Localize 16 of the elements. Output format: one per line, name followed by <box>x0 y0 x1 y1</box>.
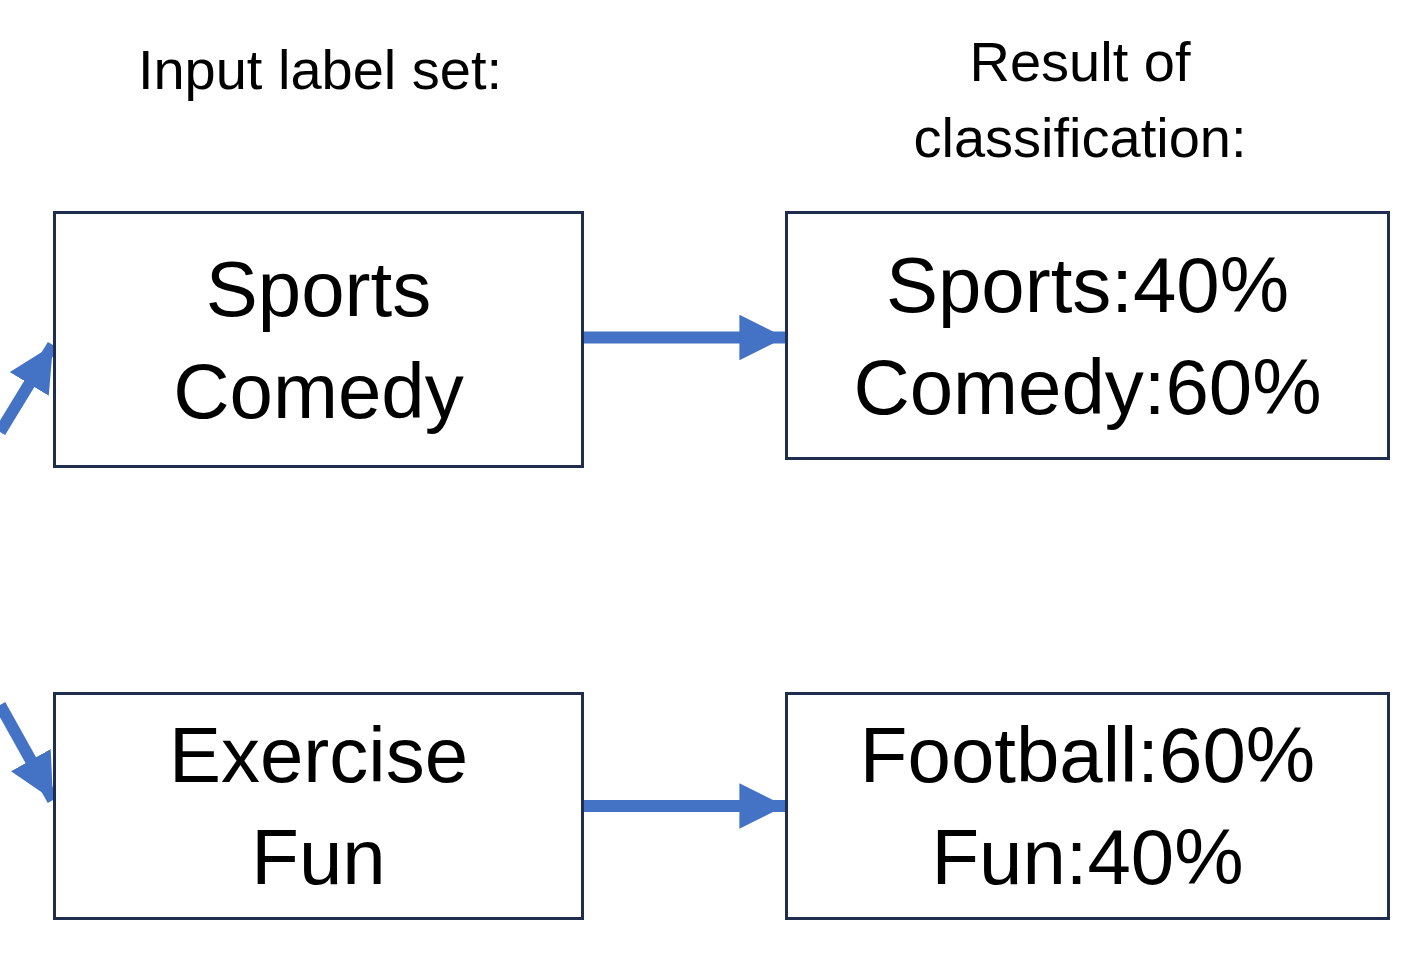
column-heading: Result of classification: <box>912 29 1248 171</box>
box-text: Sports:40% <box>885 239 1290 331</box>
box-text: Football:60% <box>859 710 1316 801</box>
label-box <box>785 692 1390 920</box>
box-text: Comedy:60% <box>853 341 1322 433</box>
box-text: Fun <box>251 812 386 903</box>
label-box <box>785 211 1390 460</box>
label-box <box>53 211 584 468</box>
box-text: Exercise <box>168 710 469 801</box>
box-text: Sports <box>205 243 432 335</box>
label-box <box>53 692 584 920</box>
column-heading: Input label set: <box>136 37 504 103</box>
arrow <box>584 314 785 361</box>
box-text: Comedy <box>173 345 464 437</box>
box-text: Fun:40% <box>931 812 1244 903</box>
arrow <box>584 783 785 829</box>
